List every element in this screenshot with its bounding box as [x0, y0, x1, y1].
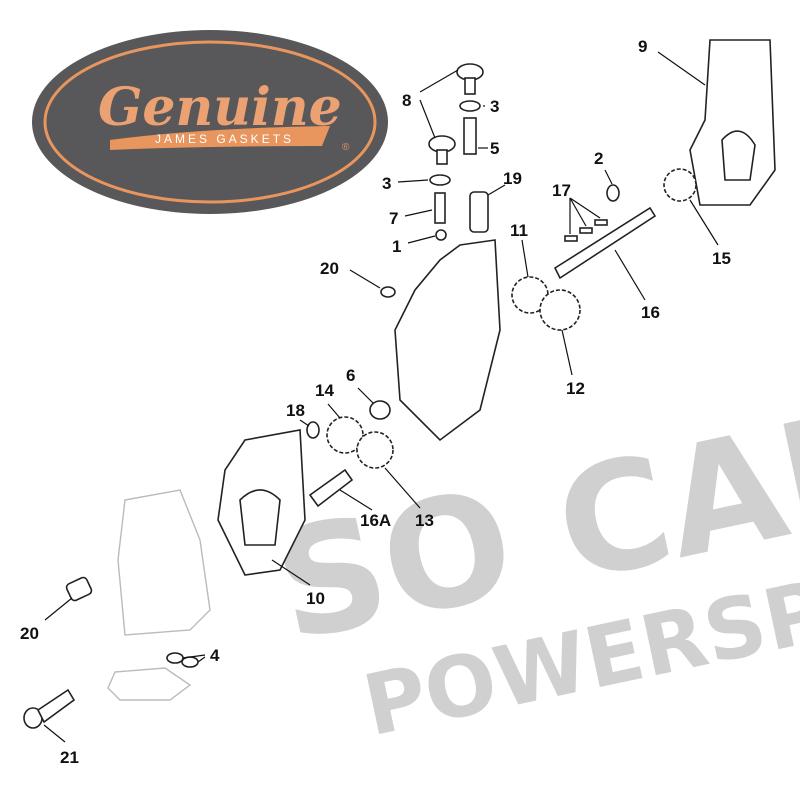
pump-body [394, 239, 501, 442]
callout-17: 17 [552, 181, 571, 200]
keys-17 [564, 219, 608, 242]
callout-20a: 20 [320, 259, 339, 278]
sleeve-19 [469, 191, 489, 233]
callout-14: 14 [315, 381, 334, 400]
callout-16: 16 [641, 303, 660, 322]
plug-20a [380, 286, 396, 298]
callout-16A: 16A [360, 511, 391, 530]
oring-3b [429, 174, 451, 186]
callout-4: 4 [210, 646, 220, 665]
cover-gasket-9 [689, 39, 776, 206]
screw-8b [428, 135, 456, 165]
callout-6: 6 [346, 366, 355, 385]
clip-2 [606, 184, 620, 202]
bushing-6 [369, 400, 391, 420]
gear-14 [326, 416, 364, 454]
callout-21: 21 [60, 748, 79, 767]
callout-8: 8 [402, 91, 411, 110]
oring-4b [181, 656, 199, 668]
gear-13 [356, 431, 394, 469]
oring-4a [166, 652, 184, 664]
callout-9: 9 [638, 37, 647, 56]
gear-15 [663, 168, 697, 202]
callout-12: 12 [566, 379, 585, 398]
washer-18 [306, 421, 320, 439]
logo-subtitle: JAMES GASKETS [155, 132, 294, 146]
parts [23, 39, 776, 729]
callout-18: 18 [286, 401, 305, 420]
oring-3a [459, 100, 481, 112]
fitting-block [107, 667, 192, 701]
watermark: SO CAL POWERSPORTS [261, 379, 800, 755]
pin-16A [308, 468, 354, 508]
plug-20b [65, 576, 93, 602]
ball-1 [435, 229, 447, 241]
callout-15: 15 [712, 249, 731, 268]
callout-20b: 20 [20, 624, 39, 643]
spring-7 [434, 192, 446, 224]
callout-7: 7 [389, 209, 398, 228]
callout-10: 10 [306, 589, 325, 608]
logo-registered: ® [342, 142, 350, 153]
callout-5: 5 [490, 139, 499, 158]
shaft-16 [553, 206, 657, 280]
callout-1: 1 [392, 237, 401, 256]
callout-19: 19 [503, 169, 522, 188]
callout-3a: 3 [490, 97, 499, 116]
bolt-21 [23, 688, 76, 729]
callout-13: 13 [415, 511, 434, 530]
callout-labels: 9 8 3 5 3 19 7 1 2 17 11 15 20 16 12 6 1… [20, 37, 731, 767]
leader-lines [43, 51, 719, 743]
spring-5 [463, 117, 477, 155]
gear-12 [539, 289, 581, 331]
screw-8a [456, 63, 484, 95]
pump-cover [117, 489, 211, 636]
callout-11: 11 [510, 221, 528, 240]
genuine-james-gaskets-logo: Genuine JAMES GASKETS ® [32, 30, 388, 214]
callout-3b: 3 [382, 174, 391, 193]
callout-2: 2 [594, 149, 603, 168]
